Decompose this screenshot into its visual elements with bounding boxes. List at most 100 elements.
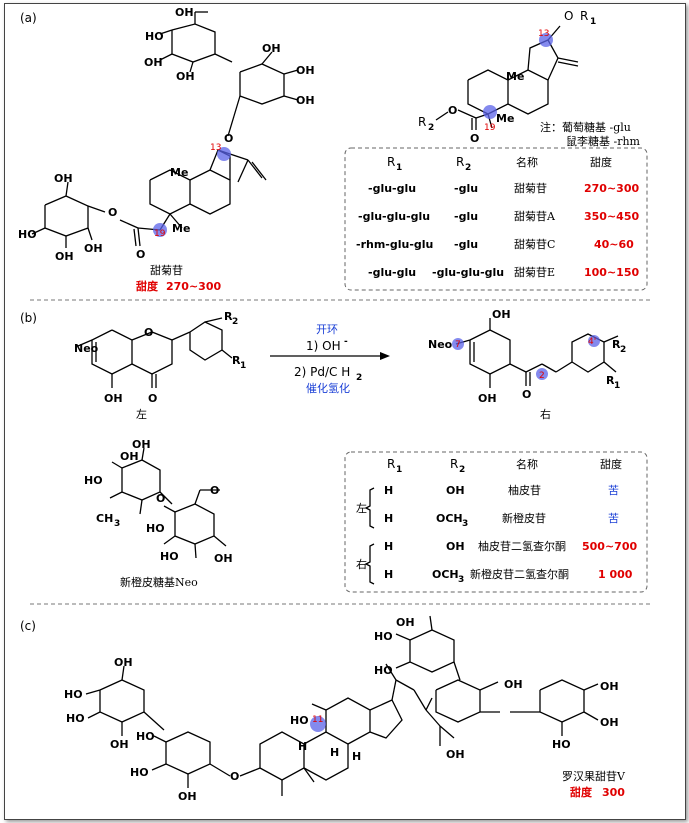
ring-o-label: O <box>144 326 153 339</box>
group-right-label: 右 <box>356 557 367 571</box>
table-b-header-r1: R <box>387 457 395 471</box>
oh-label: OH <box>600 716 619 729</box>
table-b-r2-cell: OH <box>446 540 465 553</box>
table-b-header-r1-sub: 1 <box>396 465 402 475</box>
ester-o-label: O <box>448 104 457 117</box>
h-label: H <box>330 746 339 759</box>
ho-label: HO <box>66 712 85 725</box>
group-left-label: 左 <box>356 502 367 515</box>
oh-label: OH <box>144 56 163 69</box>
arrow-top-label: 开环 <box>316 323 338 336</box>
table-a-name-cell: 甜菊苷A <box>514 209 556 223</box>
step2-subscript: 2 <box>356 373 362 383</box>
me-label: Me <box>170 166 188 179</box>
oh-label: OH <box>600 680 619 693</box>
oh-label: OH <box>175 6 194 19</box>
table-b-row: H OCH 3 新橙皮苷 苦 <box>384 511 619 529</box>
oh-label: OH <box>478 392 497 405</box>
neohesperidose-structure <box>109 447 227 559</box>
position-19-label: 19 <box>484 123 496 133</box>
ho-label: HO <box>18 228 37 241</box>
table-b-r2-cell: OCH <box>432 568 459 581</box>
o-label: O <box>156 492 165 505</box>
position-11-highlight <box>310 716 326 732</box>
r1-label: R <box>232 354 241 367</box>
position-4-highlight <box>588 335 600 347</box>
r1-subscript: 1 <box>590 17 596 27</box>
position-7-highlight <box>452 338 464 350</box>
carbonyl-o-label: O <box>470 132 479 145</box>
table-b-r1-cell: H <box>384 512 393 525</box>
table-b-r2-cell: OCH <box>436 512 463 525</box>
table-a-header-r1: R <box>387 155 395 169</box>
oh-label: OH <box>296 64 315 77</box>
oh-label: OH <box>504 678 523 691</box>
ho-label: HO <box>552 738 571 751</box>
table-a-r1-cell: -glu-glu <box>368 266 416 279</box>
stevioside-sweetness-value: 270~300 <box>166 280 221 293</box>
carbonyl-o-label: O <box>522 388 531 401</box>
o-label: O <box>210 484 219 497</box>
me-label: Me <box>506 70 524 83</box>
table-b-r2-subscript: 3 <box>462 519 468 529</box>
table-b-r2-subscript: 3 <box>458 575 464 585</box>
table-b-sweetness-cell: 1 000 <box>598 568 633 581</box>
o-label: O <box>108 206 117 219</box>
table-a-name-cell: 甜菊苷E <box>514 265 555 279</box>
panel-a-label: (a) <box>20 11 37 25</box>
table-a-r1-cell: -rhm-glu-glu <box>356 238 433 251</box>
mogroside-sweetness-value: 300 <box>602 786 625 799</box>
oh-label: OH <box>214 552 233 565</box>
mogroside-structure <box>85 615 599 796</box>
oh-label: OH <box>120 450 139 463</box>
ch3-label: CH <box>96 512 113 525</box>
table-a-r2-cell: -glu <box>454 238 478 251</box>
me-label: Me <box>172 222 190 235</box>
figure-frame <box>4 3 686 820</box>
oh-label: OH <box>296 94 315 107</box>
oh-label: OH <box>104 392 123 405</box>
table-a-row: -glu-glu-glu -glu 甜菊苷A 350~450 <box>358 209 639 223</box>
table-a-header-r2: R <box>456 155 464 169</box>
ho-label: HO <box>64 688 83 701</box>
table-b-r1-cell: H <box>384 484 393 497</box>
table-a-sweetness-cell: 100~150 <box>584 266 639 279</box>
right-caption: 右 <box>540 407 551 421</box>
position-19-highlight <box>153 223 167 237</box>
ho-label: HO <box>374 630 393 643</box>
oh-label: OH <box>178 790 197 803</box>
position-13-label: 13 <box>210 143 221 153</box>
table-a-header-r2-sub: 2 <box>465 163 471 173</box>
table-a-r1-cell: -glu-glu-glu <box>358 210 430 223</box>
table-b-r2-cell: OH <box>446 484 465 497</box>
table-b-header-name: 名称 <box>516 457 538 471</box>
ho-label: HO <box>84 474 103 487</box>
table-b-header-sweetness: 甜度 <box>600 457 622 471</box>
table-b-header-r2-sub: 2 <box>459 465 465 475</box>
table-a-row: -rhm-glu-glu -glu 甜菊苷C 40~60 <box>356 237 634 251</box>
o-label: O <box>136 248 145 261</box>
table-a-row: -glu-glu -glu-glu-glu 甜菊苷E 100~150 <box>368 265 639 279</box>
panel-b-label: (b) <box>20 311 37 325</box>
o-label: O <box>224 132 233 145</box>
oh-label: OH <box>132 438 151 451</box>
table-b-row: H OCH 3 新橙皮苷二氢查尔酮 1 000 <box>384 567 633 585</box>
step2-label: 2) Pd/C H <box>294 365 350 379</box>
neo-label: Neo <box>74 342 99 355</box>
table-a-name-cell: 甜菊苷 <box>514 181 547 195</box>
oh-label: OH <box>114 656 133 669</box>
position-11-label: 11 <box>312 715 323 725</box>
position-13-highlight <box>217 147 231 161</box>
h-label: H <box>352 750 361 763</box>
position-19-highlight <box>483 105 497 119</box>
position-13-label: 13 <box>538 29 549 39</box>
h-label: H <box>298 740 307 753</box>
table-b-name-cell: 柚皮苷二氢查尔酮 <box>478 539 566 553</box>
table-a-border <box>344 147 648 291</box>
group-left-brace <box>364 487 375 529</box>
stevioside-caption: 甜菊苷 <box>150 263 183 277</box>
neo-label: Neo <box>428 338 453 351</box>
ho-label: HO <box>130 766 149 779</box>
table-a-r2-cell: -glu <box>454 182 478 195</box>
